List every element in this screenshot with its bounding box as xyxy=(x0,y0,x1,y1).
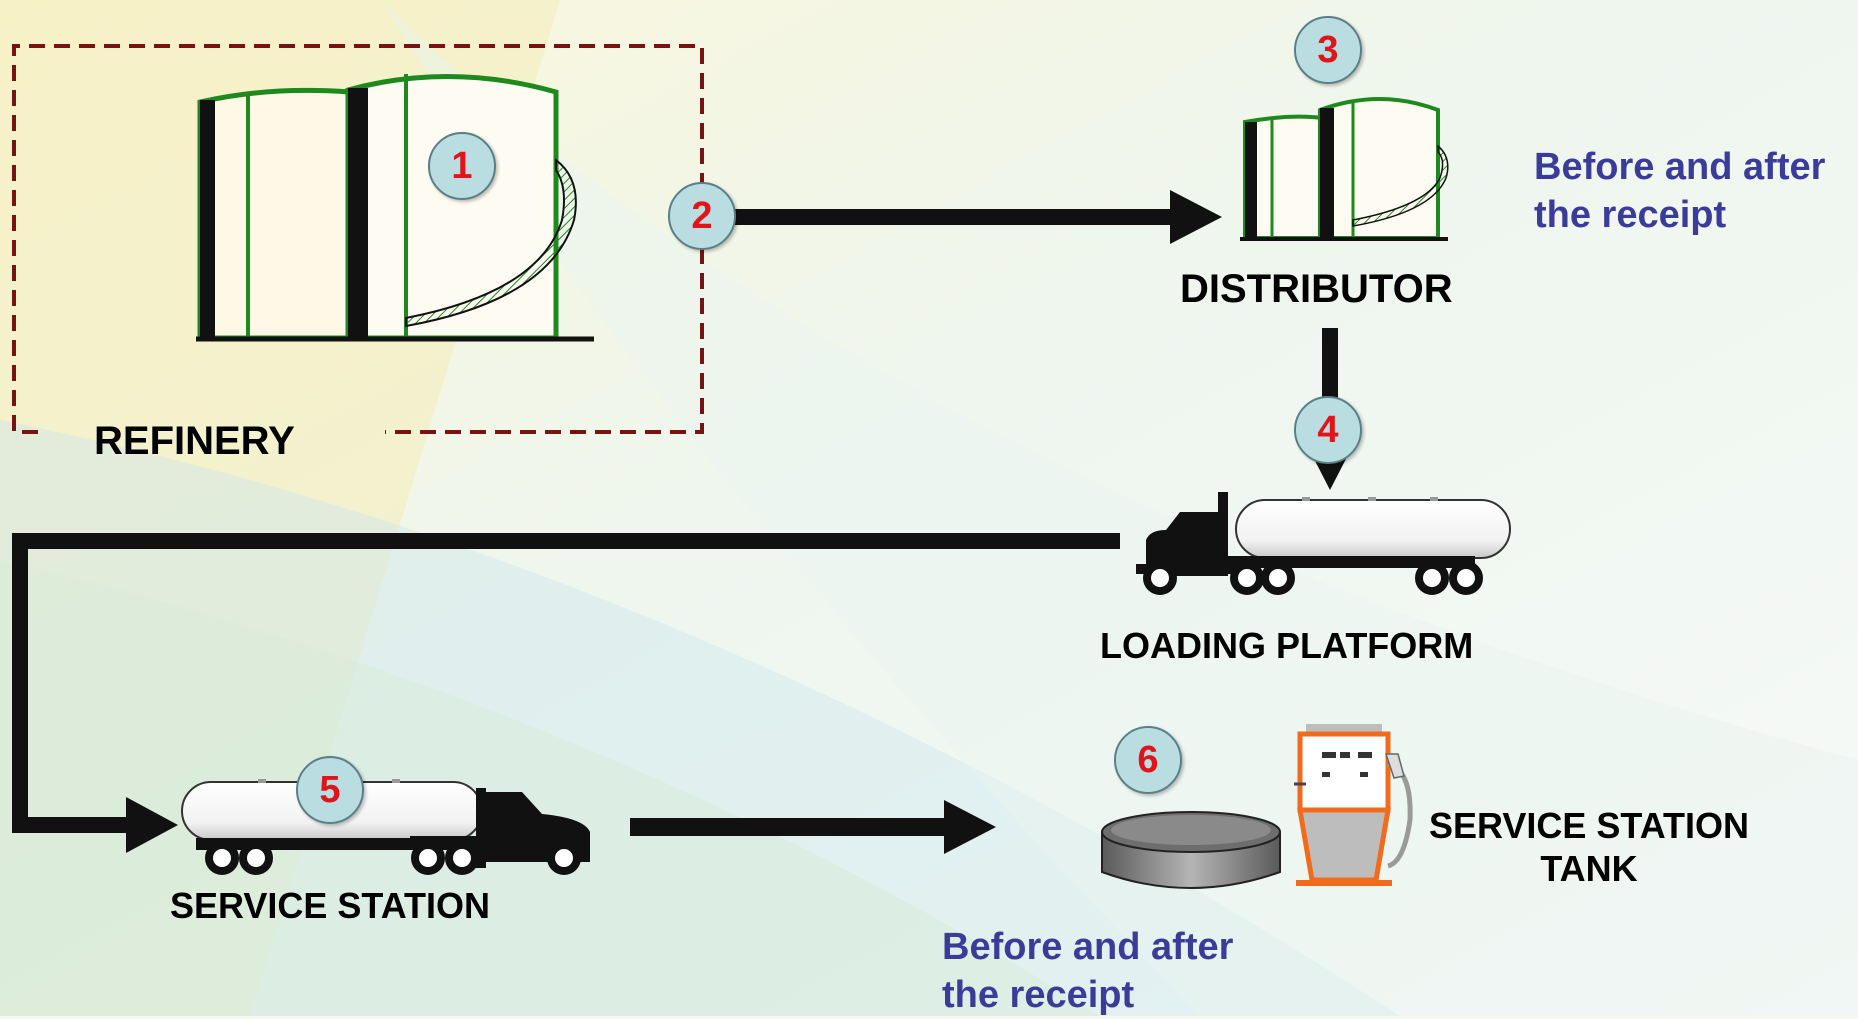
service-note-line2: the receipt xyxy=(942,972,1233,1019)
distributor-receipt-note: Before and after the receipt xyxy=(1534,144,1825,239)
distributor-note-line2: the receipt xyxy=(1534,192,1825,240)
service-station-tank-label-line2: TANK xyxy=(1404,847,1774,890)
distributor-note-line1: Before and after xyxy=(1534,144,1825,192)
distributor-label: DISTRIBUTOR xyxy=(1180,265,1453,313)
refinery-label: REFINERY xyxy=(94,417,295,465)
distributor-tanks-icon xyxy=(1240,99,1448,239)
refinery-tanks-icon xyxy=(196,74,594,339)
step-badge-6: 6 xyxy=(1114,726,1182,794)
service-note-line1: Before and after xyxy=(942,924,1233,972)
step-badge-2: 2 xyxy=(668,182,736,250)
underground-tank-icon xyxy=(1102,812,1280,888)
service-station-tank-label: SERVICE STATION TANK xyxy=(1404,804,1774,890)
service-station-tank-label-line1: SERVICE STATION xyxy=(1404,804,1774,847)
step-badge-1: 1 xyxy=(428,132,496,200)
step-badge-3: 3 xyxy=(1294,16,1362,84)
step-badge-5: 5 xyxy=(296,756,364,824)
step-badge-4: 4 xyxy=(1294,396,1362,464)
service-receipt-note: Before and after the receipt xyxy=(942,924,1233,1019)
service-station-label: SERVICE STATION xyxy=(170,884,490,927)
loading-platform-label: LOADING PLATFORM xyxy=(1100,624,1473,667)
